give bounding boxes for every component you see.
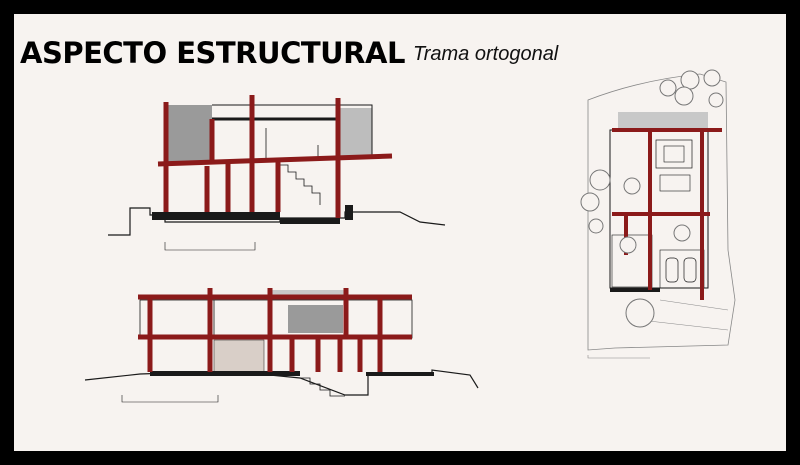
tree-icon bbox=[674, 86, 694, 106]
stairs bbox=[280, 164, 321, 205]
garage bbox=[659, 249, 705, 289]
site-plan-drawing bbox=[580, 69, 736, 359]
foundation bbox=[152, 212, 280, 220]
car-icon bbox=[665, 257, 679, 283]
scale-bar bbox=[587, 355, 650, 359]
section-upper-drawing bbox=[108, 95, 446, 251]
terrain-line bbox=[108, 207, 446, 236]
site-line bbox=[659, 299, 729, 311]
scale-bar bbox=[164, 242, 256, 251]
foundation bbox=[150, 371, 300, 376]
car-icon bbox=[683, 257, 697, 283]
wall-base bbox=[610, 288, 660, 292]
stairs bbox=[300, 377, 345, 397]
foundation bbox=[345, 205, 353, 220]
foundation bbox=[366, 372, 434, 376]
structural-frame bbox=[612, 128, 722, 300]
structural-frame bbox=[157, 95, 393, 218]
tree-icon bbox=[589, 169, 611, 191]
tree-icon bbox=[588, 218, 604, 234]
site-line bbox=[639, 319, 729, 331]
building-outline bbox=[609, 129, 709, 289]
page-subtitle: Trama ortogonal bbox=[413, 43, 559, 65]
kitchen bbox=[659, 174, 691, 192]
tile-wall bbox=[213, 339, 265, 373]
tree-icon bbox=[625, 298, 655, 328]
structural-frame bbox=[138, 288, 412, 372]
slide-canvas: ASPECTO ESTRUCTURAL Trama ortogonal bbox=[14, 14, 786, 451]
tree-icon bbox=[673, 224, 691, 242]
tree-icon bbox=[703, 69, 721, 87]
tree-icons bbox=[580, 69, 724, 328]
foundation bbox=[280, 218, 340, 224]
furniture bbox=[663, 145, 685, 163]
tree-icon bbox=[680, 70, 700, 90]
gray-wall bbox=[340, 108, 372, 158]
tree-icon bbox=[708, 92, 724, 108]
roof-slab bbox=[618, 112, 708, 130]
gray-wall bbox=[288, 305, 343, 333]
roof-outline bbox=[212, 104, 373, 158]
page-title: ASPECTO ESTRUCTURAL bbox=[20, 36, 405, 70]
floor-outline bbox=[139, 299, 413, 339]
tree-icon bbox=[623, 177, 641, 195]
tree-icon bbox=[580, 192, 600, 212]
gray-wall bbox=[166, 105, 212, 162]
section-lower-drawing bbox=[84, 288, 479, 403]
living-room bbox=[655, 139, 693, 169]
scale-bar bbox=[121, 395, 219, 403]
site-boundary bbox=[587, 73, 736, 351]
tree-icon bbox=[659, 79, 677, 97]
tree-icon bbox=[619, 236, 637, 254]
